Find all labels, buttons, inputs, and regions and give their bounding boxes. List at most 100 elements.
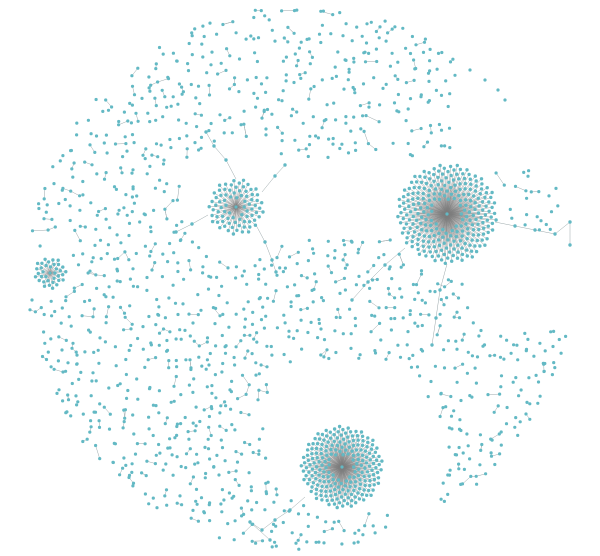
graph-node <box>166 260 170 264</box>
graph-node <box>312 287 316 291</box>
graph-node <box>459 428 463 433</box>
graph-node <box>94 273 98 277</box>
graph-node <box>359 127 363 131</box>
hub-neighbor-node <box>369 493 373 497</box>
graph-node <box>91 371 95 375</box>
hub-neighbor-node <box>368 483 372 488</box>
hub-neighbor-node <box>417 201 421 206</box>
graph-node <box>68 218 72 223</box>
hub-neighbor-node <box>353 484 357 488</box>
graph-node <box>446 339 450 343</box>
hub-neighbor-node <box>340 445 344 449</box>
graph-node <box>92 410 96 414</box>
hub-neighbor-node <box>453 183 457 187</box>
hub-neighbor-node <box>365 493 369 497</box>
hub-neighbor-node <box>314 446 319 451</box>
hub-neighbor-node <box>427 193 431 198</box>
graph-node <box>60 306 64 310</box>
graph-node <box>63 197 67 202</box>
hub-neighbor-node <box>308 463 312 467</box>
hub-neighbor-node <box>241 185 246 189</box>
graph-node <box>130 470 134 474</box>
graph-node <box>116 256 120 261</box>
graph-node <box>38 244 42 248</box>
graph-node <box>188 334 192 338</box>
graph-node <box>94 379 98 383</box>
link-edge <box>515 186 526 192</box>
graph-node <box>161 52 165 56</box>
graph-node <box>136 336 140 341</box>
graph-node <box>257 272 261 277</box>
graph-node <box>428 59 432 63</box>
graph-node <box>447 445 451 449</box>
graph-node <box>66 393 70 397</box>
graph-node <box>516 358 520 362</box>
graph-node <box>39 306 43 310</box>
graph-node <box>146 358 150 362</box>
hub-neighbor-node <box>426 213 430 217</box>
graph-node <box>165 348 170 352</box>
graph-node <box>83 299 87 304</box>
graph-node <box>382 253 386 257</box>
graph-node <box>393 25 397 29</box>
graph-node <box>351 85 355 90</box>
hub-neighbor-node <box>427 245 431 249</box>
hub-neighbor-node <box>353 480 358 484</box>
graph-node <box>397 252 401 256</box>
graph-node <box>168 446 172 450</box>
bridge-node <box>248 520 252 524</box>
graph-node <box>369 330 373 334</box>
hub-neighbor-node <box>485 218 489 222</box>
hub-edge <box>323 440 343 468</box>
hub-neighbor-node <box>427 198 432 203</box>
graph-node <box>172 384 176 388</box>
graph-node <box>264 127 268 131</box>
graph-node <box>413 321 417 325</box>
graph-node <box>322 541 326 545</box>
hub-neighbor-node <box>483 243 487 247</box>
hub-edge <box>341 466 364 500</box>
graph-node <box>356 251 360 255</box>
graph-node <box>248 333 252 337</box>
hub-neighbor-node <box>476 233 481 237</box>
graph-node <box>143 157 147 161</box>
graph-node <box>78 194 82 198</box>
graph-node <box>306 330 310 335</box>
graph-node <box>416 291 420 295</box>
graph-node <box>439 128 444 132</box>
hub-neighbor-node <box>360 453 365 457</box>
graph-node <box>254 541 258 545</box>
graph-node <box>148 164 152 168</box>
hub-neighbor-node <box>374 458 379 462</box>
hub-neighbor-node <box>365 455 369 459</box>
hub-neighbor-node <box>347 445 352 449</box>
graph-node <box>286 25 290 29</box>
graph-node <box>317 321 321 325</box>
hub-neighbor-node <box>434 249 438 254</box>
graph-node <box>129 121 133 125</box>
bridge-edge <box>175 223 193 233</box>
graph-node <box>75 362 79 366</box>
graph-node <box>244 134 248 138</box>
graph-node <box>353 316 357 320</box>
hub-neighbor-node <box>245 194 249 198</box>
graph-node <box>97 419 101 423</box>
hub-neighbor-node <box>229 183 233 187</box>
graph-node <box>78 239 82 243</box>
graph-node <box>224 68 228 72</box>
hub-neighbor-node <box>325 453 329 457</box>
hub-neighbor-node <box>358 482 363 486</box>
graph-node <box>125 149 129 153</box>
hub-neighbor-node <box>416 247 420 252</box>
graph-node <box>252 337 256 341</box>
graph-node <box>557 337 561 342</box>
hub-edge <box>235 199 252 208</box>
hub-neighbor-node <box>410 239 414 244</box>
hub-neighbor-node <box>462 208 467 212</box>
graph-node <box>270 263 274 267</box>
graph-node <box>149 343 153 347</box>
graph-node <box>305 306 309 310</box>
link-edge <box>82 315 94 318</box>
graph-node <box>127 221 132 225</box>
graph-node <box>218 113 222 117</box>
